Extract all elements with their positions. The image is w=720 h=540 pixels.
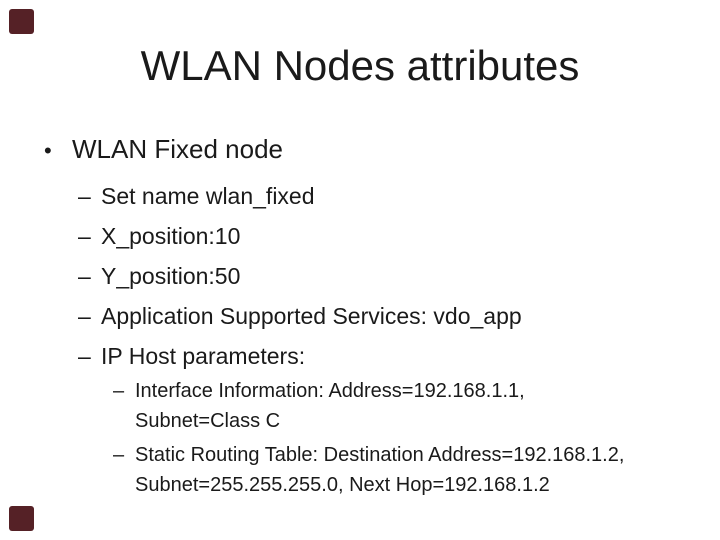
corner-accent-top-left: [9, 9, 34, 34]
slide-title: WLAN Nodes attributes: [140, 42, 580, 89]
list-item-text: X_position:10: [101, 223, 241, 249]
list-item-text: IP Host parameters:: [101, 343, 306, 369]
list-item-static-routing-table: – Static Routing Table: Destination Addr…: [113, 440, 673, 500]
bullet-level1: • WLAN Fixed node: [44, 134, 283, 166]
dash-marker: –: [78, 223, 91, 249]
list-item-text-block: Static Routing Table: Destination Addres…: [135, 440, 624, 500]
list-item-interface-information: – Interface Information: Address=192.168…: [113, 376, 673, 436]
corner-accent-bottom-left: [9, 506, 34, 531]
dash-marker: –: [78, 303, 91, 329]
bullet-dot-marker: •: [44, 138, 52, 163]
dash-marker: –: [78, 183, 91, 209]
dash-marker: –: [113, 444, 125, 466]
list-item-text-line: Subnet=255.255.255.0, Next Hop=192.168.1…: [135, 474, 550, 496]
list-item-text: Set name wlan_fixed: [101, 183, 315, 209]
list-item-ip-host-parameters: – IP Host parameters:: [78, 336, 688, 376]
dash-marker: –: [113, 380, 125, 402]
list-item-x-position: – X_position:10: [78, 216, 688, 256]
level2-bullet-list: – Set name wlan_fixed – X_position:10 – …: [78, 176, 688, 376]
list-item-set-name: – Set name wlan_fixed: [78, 176, 688, 216]
bullet-level1-text: WLAN Fixed node: [72, 134, 283, 164]
list-item-y-position: – Y_position:50: [78, 256, 688, 296]
list-item-text: Application Supported Services: vdo_app: [101, 303, 522, 329]
list-item-text-line: Subnet=Class C: [135, 410, 281, 432]
list-item-text: Y_position:50: [101, 263, 241, 289]
level3-bullet-list: – Interface Information: Address=192.168…: [113, 376, 673, 504]
dash-marker: –: [78, 263, 91, 289]
list-item-text-line: Static Routing Table: Destination Addres…: [135, 444, 625, 466]
list-item-application-services: – Application Supported Services: vdo_ap…: [78, 296, 688, 336]
list-item-text-line: Interface Information: Address=192.168.1…: [135, 380, 525, 402]
list-item-text-block: Interface Information: Address=192.168.1…: [135, 376, 525, 436]
dash-marker: –: [78, 343, 91, 369]
